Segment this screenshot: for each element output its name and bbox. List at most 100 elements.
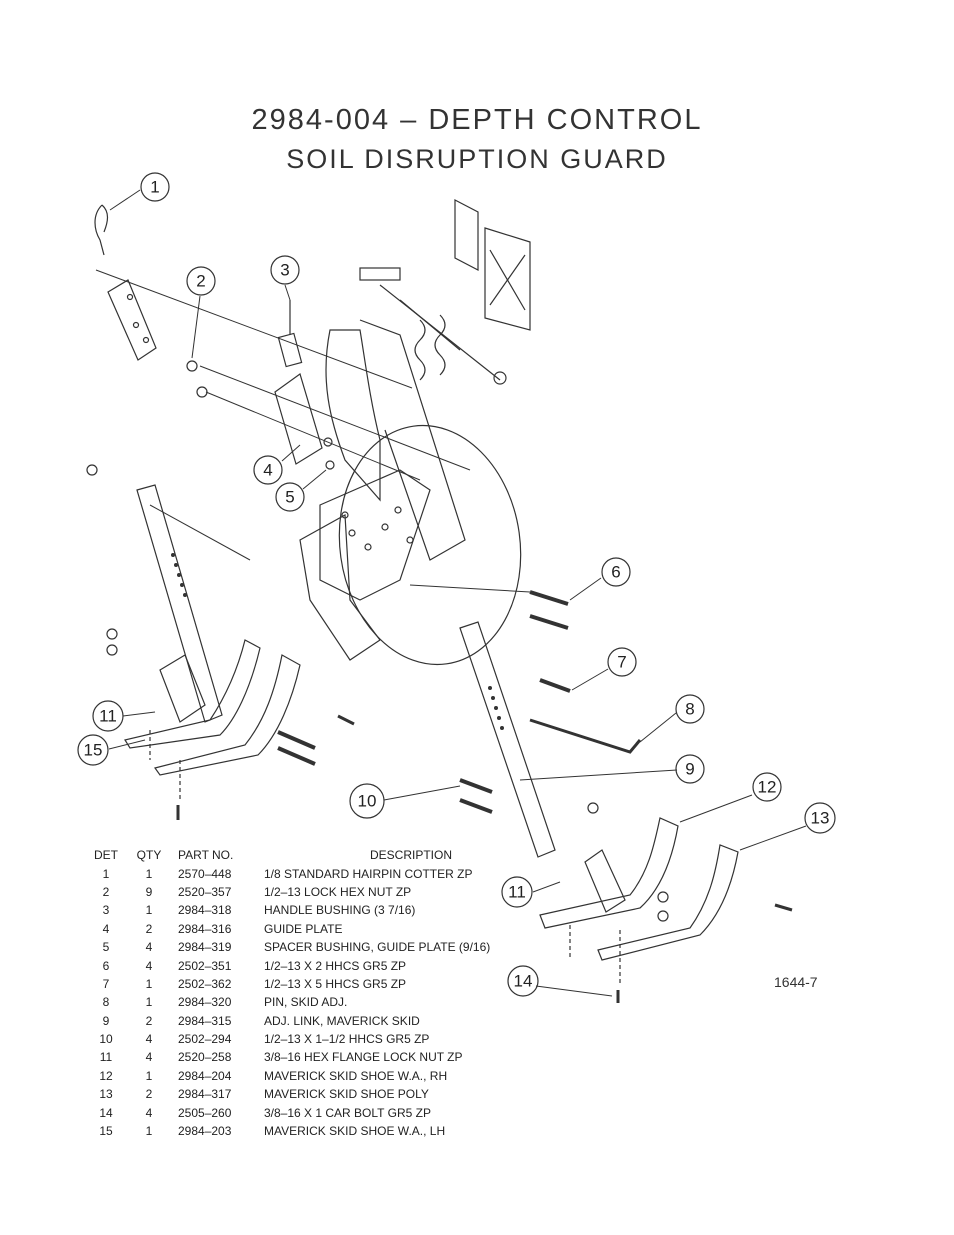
table-row: 11 4 2520–258 3/8–16 HEX FLANGE LOCK NUT ZP (84, 1048, 564, 1066)
handle-bushing (277, 332, 303, 368)
cell-qty: 9 (145, 884, 153, 899)
callout-7: 7 (617, 653, 626, 672)
header-part: PART NO. (178, 848, 234, 863)
callout-11b: 11 (508, 883, 526, 902)
skid-shoe-right (539, 817, 739, 985)
cell-part: 2984–204 (178, 1068, 232, 1083)
cell-part: 2984–316 (178, 921, 232, 936)
callout-15: 15 (84, 741, 103, 760)
callout-circles (77, 172, 836, 997)
cell-qty: 1 (145, 995, 153, 1010)
cell-qty: 4 (145, 1105, 153, 1120)
cell-part: 2984–317 (178, 1087, 232, 1102)
cell-desc: 1/8 STANDARD HAIRPIN COTTER ZP (264, 866, 473, 881)
leader-lines (108, 189, 807, 997)
table-row: 9 2 2984–315 ADJ. LINK, MAVERICK SKID (84, 1012, 564, 1030)
cell-desc: 1/2–13 X 5 HHCS GR5 ZP (264, 976, 407, 991)
cell-part: 2984–320 (178, 995, 232, 1010)
header-desc: DESCRIPTION (369, 848, 452, 863)
skid-shoe-left (124, 639, 301, 800)
cell-desc: ADJ. LINK, MAVERICK SKID (264, 1013, 420, 1028)
callout-5: 5 (285, 488, 294, 507)
cell-desc: 1/2–13 X 2 HHCS GR5 ZP (264, 958, 407, 973)
cell-desc: 1/2–13 X 1–1/2 HHCS GR5 ZP (264, 1032, 430, 1047)
cell-part: 2984–203 (178, 1124, 232, 1139)
diagram-title: 2984-004 – DEPTH CONTROL (251, 104, 703, 136)
bolts (176, 590, 793, 1003)
cell-qty: 1 (145, 1124, 153, 1139)
cell-det: 14 (99, 1105, 113, 1120)
header-qty: QTY (136, 848, 162, 863)
hairpin-cotter (94, 204, 109, 256)
callout-8: 8 (685, 700, 694, 719)
cell-det: 6 (102, 958, 110, 973)
table-row: 1 1 2570–448 1/8 STANDARD HAIRPIN COTTER ZP (84, 864, 564, 882)
cell-qty: 4 (145, 1032, 153, 1047)
cell-part: 2984–315 (178, 1013, 232, 1028)
plate-part (107, 279, 157, 361)
cell-qty: 4 (145, 940, 153, 955)
table-row: 5 4 2984–319 SPACER BUSHING, GUIDE PLATE (9… (84, 938, 564, 956)
cell-desc: 1/2–13 LOCK HEX NUT ZP (264, 884, 412, 899)
cell-det: 3 (102, 903, 110, 918)
cell-part: 2984–319 (178, 940, 232, 955)
cell-part: 2502–294 (178, 1032, 232, 1047)
callout-9: 9 (685, 760, 694, 779)
cell-part: 2520–258 (178, 1050, 232, 1065)
cell-desc: HANDLE BUSHING (3 7/16) (264, 903, 416, 918)
cell-qty: 2 (145, 1087, 153, 1102)
cell-desc: MAVERICK SKID SHOE POLY (264, 1087, 429, 1102)
callout-3: 3 (280, 261, 289, 280)
cell-det: 9 (102, 1013, 110, 1028)
cell-det: 10 (99, 1032, 113, 1047)
coulter-assembly (299, 319, 522, 666)
cell-qty: 2 (145, 921, 153, 936)
table-row: 10 4 2502–294 1/2–13 X 1–1/2 HHCS GR5 ZP (84, 1030, 564, 1048)
cell-part: 2520–357 (178, 884, 232, 899)
cell-qty: 4 (145, 1050, 153, 1065)
cell-qty: 1 (145, 903, 153, 918)
callout-6: 6 (611, 563, 620, 582)
cell-qty: 4 (145, 958, 153, 973)
callout-1: 1 (150, 178, 159, 197)
cell-det: 5 (102, 940, 110, 955)
diagram-subtitle: SOIL DISRUPTION GUARD (286, 144, 668, 174)
cell-qty: 1 (145, 976, 153, 991)
callout-14: 14 (514, 972, 533, 991)
cell-qty: 2 (145, 1013, 153, 1028)
cell-desc: MAVERICK SKID SHOE W.A., LH (264, 1124, 446, 1139)
cell-det: 8 (102, 995, 110, 1010)
adj-link-right (459, 621, 556, 858)
callout-12: 12 (758, 778, 777, 797)
callout-4: 4 (263, 461, 272, 480)
cell-det: 4 (102, 921, 110, 936)
cell-det: 12 (99, 1068, 113, 1083)
cell-desc: 3/8–16 HEX FLANGE LOCK NUT ZP (264, 1050, 463, 1065)
cell-desc: GUIDE PLATE (264, 921, 343, 936)
cell-det: 2 (102, 884, 110, 899)
cell-det: 1 (102, 866, 110, 881)
cell-part: 2984–318 (178, 903, 232, 918)
cell-det: 11 (99, 1050, 113, 1065)
cell-det: 15 (99, 1124, 113, 1139)
callout-11: 11 (99, 707, 117, 726)
table-header-row: DET QTY PART NO. DESCRIPTION (84, 846, 564, 864)
cell-part: 2570–448 (178, 866, 232, 881)
cell-desc: SPACER BUSHING, GUIDE PLATE (9/16) (264, 940, 491, 955)
adj-link-left (136, 484, 223, 723)
header-det: DET (94, 848, 118, 863)
mount-bracket (359, 199, 531, 385)
cell-qty: 1 (145, 866, 153, 881)
cell-det: 7 (102, 976, 110, 991)
table-row: 4 2 2984–316 GUIDE PLATE (84, 920, 564, 938)
cell-desc: 3/8–16 X 1 CAR BOLT GR5 ZP (264, 1105, 431, 1120)
